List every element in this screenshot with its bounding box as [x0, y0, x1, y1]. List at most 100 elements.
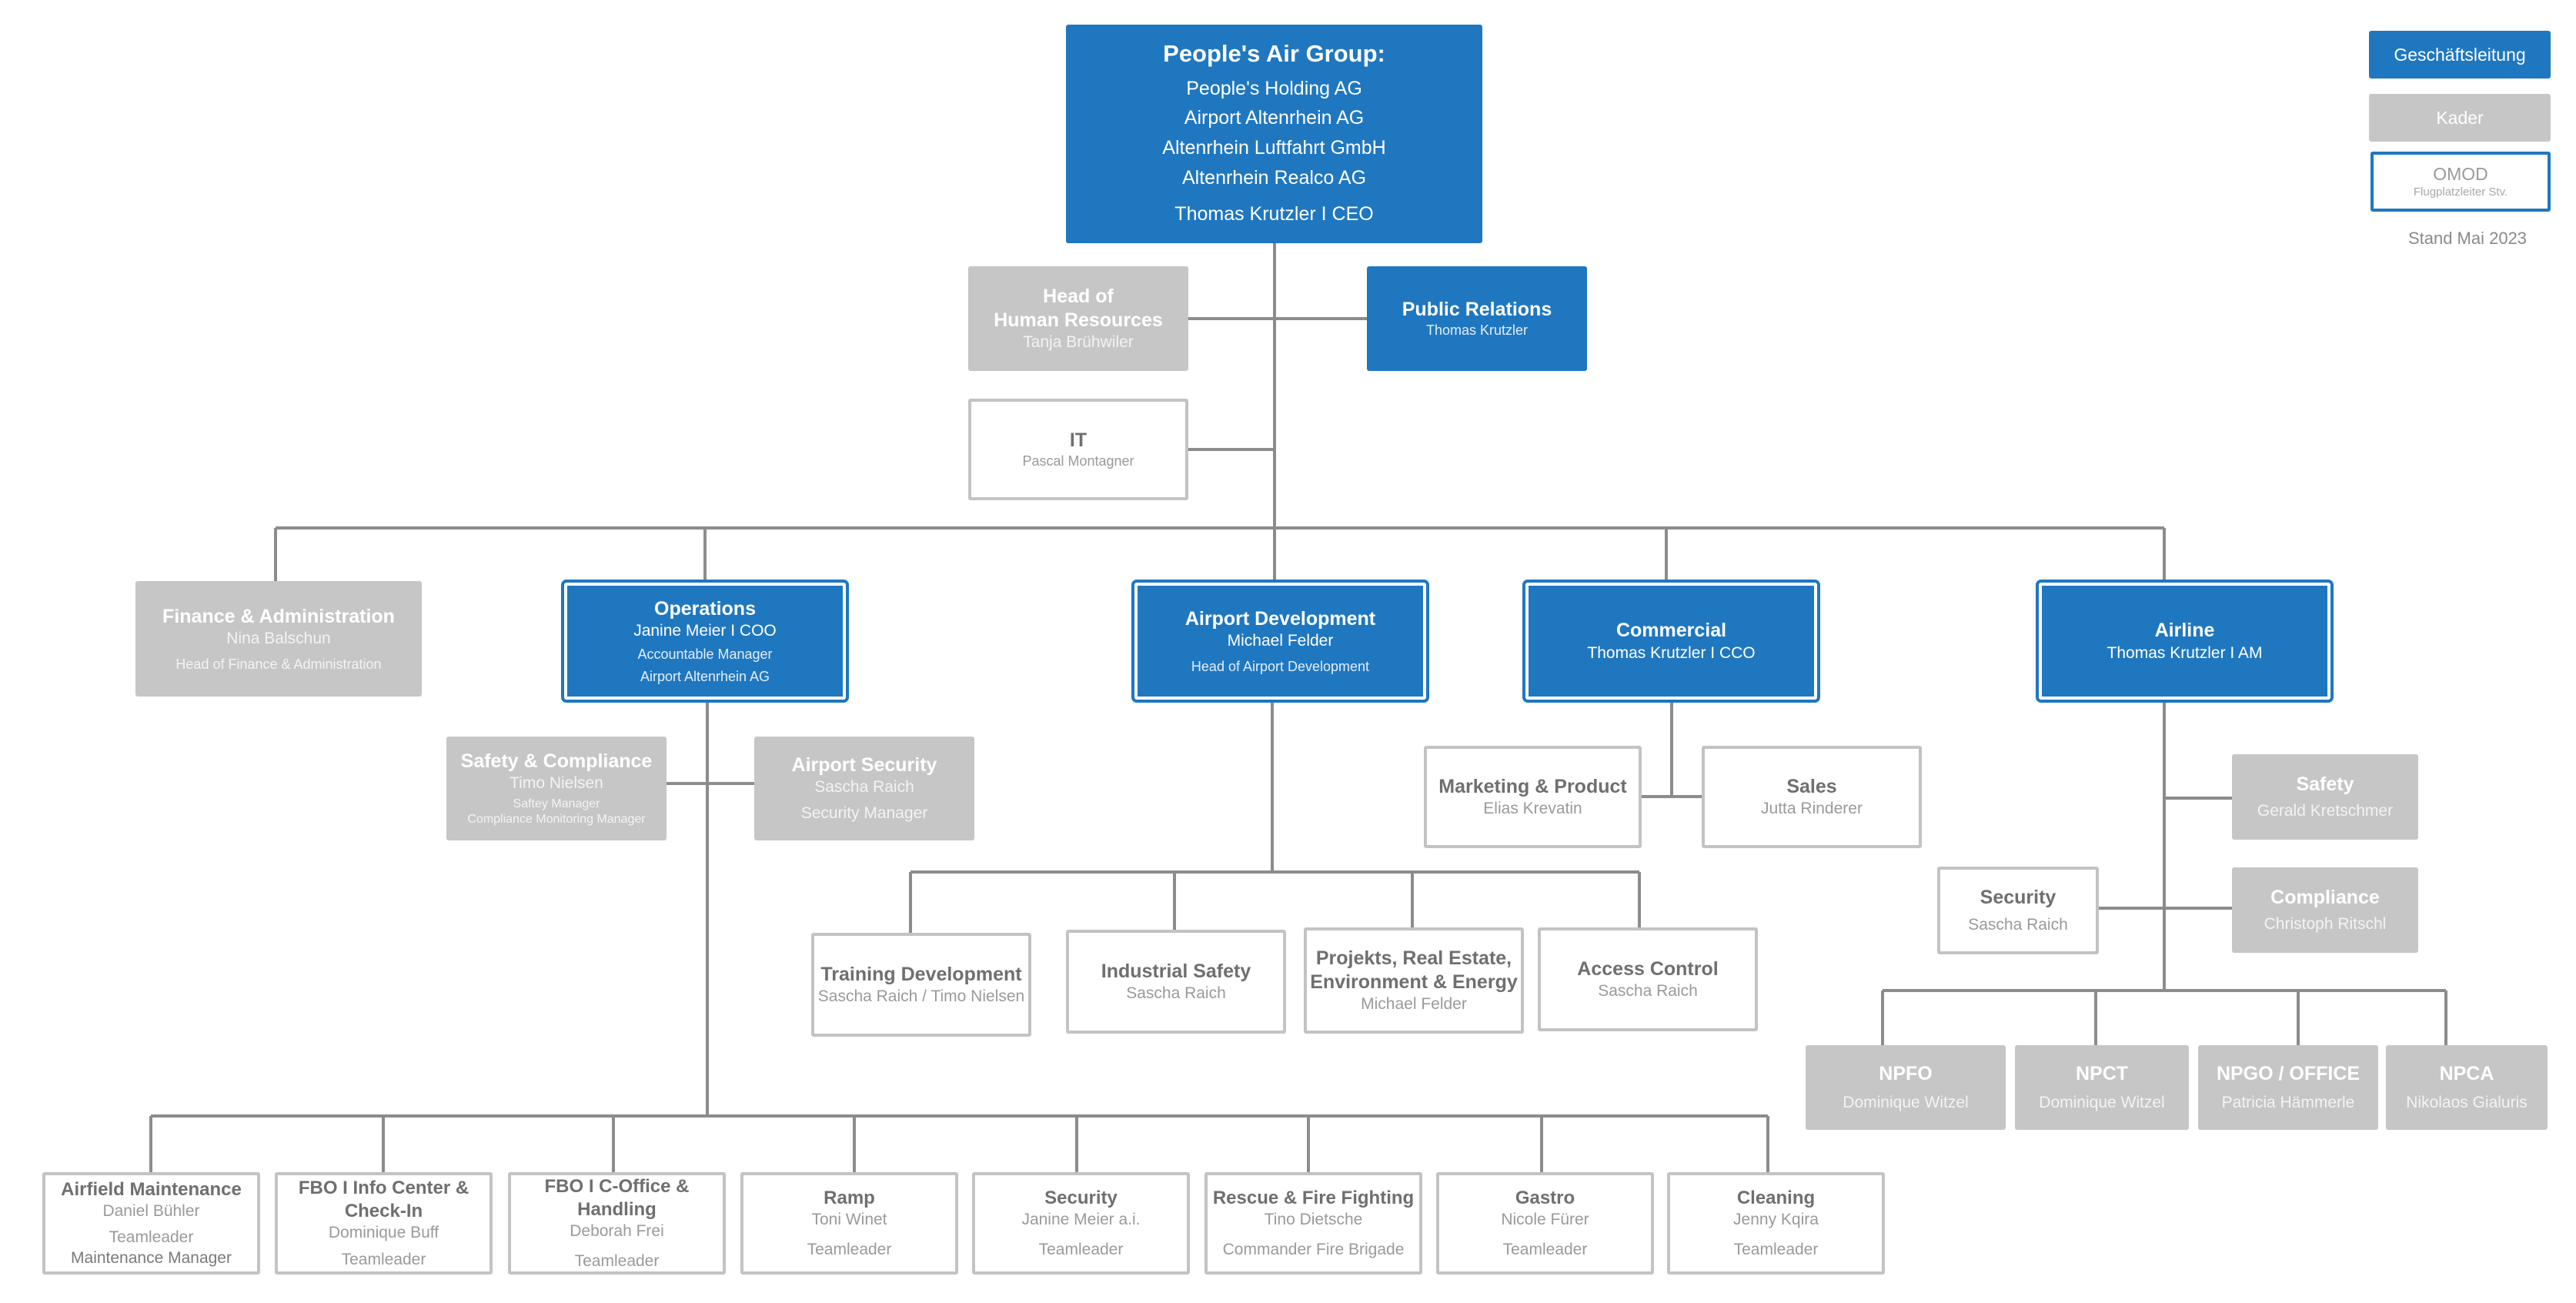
role: Teamleader [1733, 1240, 1819, 1258]
box-title: Security [1980, 887, 2056, 909]
gastro-box: Gastro Nicole Fürer Teamleader [1436, 1172, 1654, 1275]
legend-label: Geschäftsleitung [2394, 44, 2526, 65]
person-name: Deborah Frei [570, 1222, 664, 1241]
box-title: Training Development [820, 963, 1022, 985]
it-box: IT Pascal Montagner [968, 399, 1188, 500]
commercial-box: Commercial Thomas Krutzler I CCO [1522, 580, 1820, 703]
box-title: Ramp [824, 1188, 875, 1209]
role: Head of Finance & Administration [175, 656, 382, 672]
airline-security-box: Security Sascha Raich [1937, 867, 2099, 954]
box-title: Environment & Energy [1310, 971, 1518, 993]
person-name: Timo Nielsen [510, 774, 603, 792]
box-title: Finance & Administration [162, 606, 395, 627]
person-name: Elias Krevatin [1483, 800, 1582, 817]
role: Airport Altenrhein AG [640, 668, 770, 684]
role: Saftey Manager [513, 797, 600, 811]
fbo-info-center-box: FBO I Info Center & Check-In Dominique B… [275, 1172, 493, 1275]
marketing-product-box: Marketing & Product Elias Krevatin [1424, 746, 1642, 848]
box-title: Airfield Maintenance [61, 1179, 242, 1201]
person-name: Dominique Witzel [1843, 1093, 1969, 1111]
finance-box: Finance & Administration Nina Balschun H… [135, 581, 422, 697]
person-name: Nina Balschun [226, 630, 331, 648]
sales-box: Sales Jutta Rinderer [1702, 746, 1922, 848]
box-title: Human Resources [994, 309, 1163, 331]
box-title: Access Control [1577, 957, 1719, 980]
person-name: Sascha Raich [1968, 915, 2068, 934]
box-title: Security [1044, 1188, 1118, 1209]
box-title: Commercial [1615, 620, 1727, 642]
person-name: Janine Meier I COO [633, 622, 777, 640]
person-name: Patricia Hämmerle [2221, 1093, 2355, 1111]
airfield-maintenance-box: Airfield Maintenance Daniel Bühler Teaml… [42, 1172, 260, 1275]
role: Maintenance Manager [71, 1248, 232, 1267]
rescue-fire-fighting-box: Rescue & Fire Fighting Tino Dietsche Com… [1204, 1172, 1422, 1275]
person-name: Jenny Kqira [1733, 1211, 1819, 1229]
legend-sublabel: Flugplatzleiter Stv. [2413, 185, 2508, 199]
box-title: Marketing & Product [1438, 775, 1627, 797]
airline-safety-box: Safety Gerald Kretschmer [2232, 754, 2418, 840]
ramp-box: Ramp Toni Winet Teamleader [740, 1172, 958, 1275]
person-name: Michael Felder [1361, 995, 1467, 1014]
box-title: NPGO / OFFICE [2216, 1063, 2360, 1085]
box-title: NPCT [2075, 1063, 2129, 1085]
person-name: Pascal Montagner [1022, 453, 1134, 469]
role: Compliance Monitoring Manager [467, 813, 646, 827]
npct-box: NPCT Dominique Witzel [2015, 1045, 2189, 1130]
projekts-box: Projekts, Real Estate, Environment & Ene… [1304, 927, 1524, 1034]
box-title: Sales [1786, 775, 1837, 797]
legend-geschaeftsleitung: Geschäftsleitung [2369, 31, 2551, 79]
box-title: Airport Development [1184, 608, 1376, 630]
fbo-c-office-box: FBO I C-Office & Handling Deborah Frei T… [508, 1172, 726, 1275]
npgo-office-box: NPGO / OFFICE Patricia Hämmerle [2198, 1045, 2378, 1130]
person-name: Sascha Raich [1598, 982, 1698, 1000]
legend-kader: Kader [2369, 94, 2551, 142]
person-name: Thomas Krutzler [1425, 322, 1529, 339]
access-control-box: Access Control Sascha Raich [1538, 927, 1758, 1031]
airport-security-box: Airport Security Sascha Raich Security M… [754, 737, 974, 840]
hr-box: Head of Human Resources Tanja Brühwiler [968, 266, 1188, 371]
company-line: Altenrhein Luftfahrt GmbH [1162, 137, 1386, 159]
box-title: Industrial Safety [1101, 960, 1251, 982]
training-development-box: Training Development Sascha Raich / Timo… [811, 933, 1031, 1037]
box-title: Rescue & Fire Fighting [1212, 1188, 1415, 1209]
person-name: Gerald Kretschmer [2257, 802, 2394, 820]
box-title: Compliance [2270, 886, 2380, 908]
person-name: Daniel Bühler [102, 1202, 200, 1221]
box-title: Safety [2296, 773, 2354, 795]
legend-omod: OMOD Flugplatzleiter Stv. [2371, 152, 2551, 212]
airline-box: Airline Thomas Krutzler I AM [2036, 580, 2334, 703]
company-line: People's Holding AG [1186, 77, 1362, 99]
role: Teamleader [1038, 1240, 1124, 1258]
box-title: NPFO [1879, 1063, 1933, 1085]
cleaning-box: Cleaning Jenny Kqira Teamleader [1667, 1172, 1885, 1275]
airline-compliance-box: Compliance Christoph Ritschl [2232, 867, 2418, 953]
box-title: Projekts, Real Estate, [1315, 947, 1512, 969]
person-name: Nicole Fürer [1501, 1211, 1589, 1229]
ceo-name: Thomas Krutzler I CEO [1174, 202, 1374, 225]
safety-compliance-box: Safety & Compliance Timo Nielsen Saftey … [446, 737, 667, 840]
npfo-box: NPFO Dominique Witzel [1806, 1045, 2006, 1130]
box-title: Operations [654, 597, 756, 620]
role: Teamleader [341, 1250, 426, 1268]
box-title: Check-In [344, 1201, 423, 1222]
ops-security-box: Security Janine Meier a.i. Teamleader [972, 1172, 1190, 1275]
role: Commander Fire Brigade [1222, 1240, 1405, 1258]
person-name: Sascha Raich [814, 777, 914, 796]
person-name: Tino Dietsche [1264, 1211, 1363, 1229]
person-name: Michael Felder [1227, 632, 1334, 650]
npca-box: NPCA Nikolaos Gialuris [2386, 1045, 2548, 1130]
group-headquarters-box: People's Air Group: People's Holding AG … [1066, 25, 1482, 243]
person-name: Jutta Rinderer [1761, 800, 1863, 817]
person-name: Sascha Raich / Timo Nielsen [817, 987, 1025, 1005]
role: Teamleader [574, 1251, 660, 1270]
person-name: Tanja Brühwiler [1023, 333, 1134, 352]
status-date: Stand Mai 2023 [2407, 229, 2528, 248]
person-name: Janine Meier a.i. [1021, 1211, 1141, 1229]
company-line: Altenrhein Realco AG [1181, 166, 1367, 189]
public-relations-box: Public Relations Thomas Krutzler [1367, 266, 1587, 371]
box-title: Airline [2154, 620, 2215, 642]
operations-box: Operations Janine Meier I COO Accountabl… [561, 580, 849, 703]
legend-label: OMOD [2433, 164, 2488, 185]
